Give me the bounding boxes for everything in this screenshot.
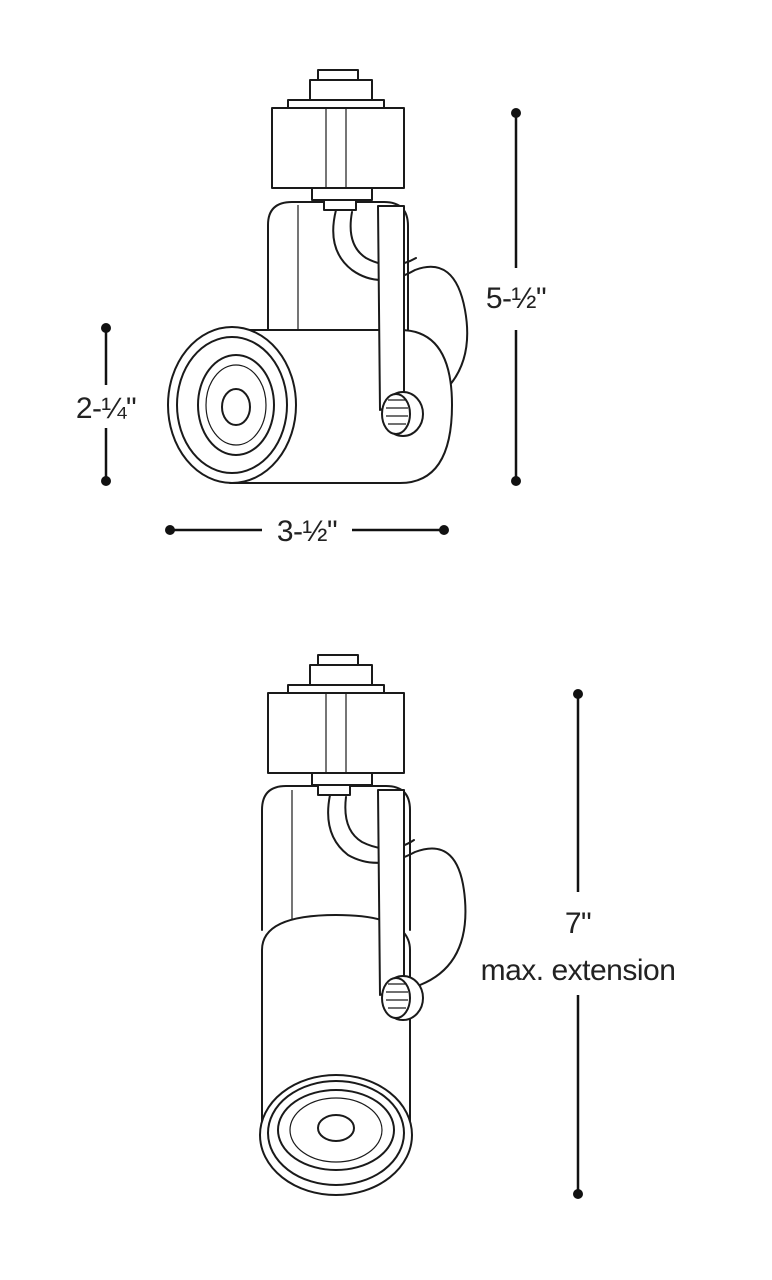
- track-adapter-bottom: [267, 654, 405, 786]
- yoke-arm-front-top: [377, 205, 405, 411]
- head-height-label: 2-¼": [76, 392, 136, 425]
- dimension-head-height: 2-¼": [76, 323, 137, 486]
- tilt-knob-bottom: [381, 975, 424, 1021]
- dimension-extension: 7" max. extension: [481, 689, 676, 1199]
- track-adapter-top: [271, 69, 405, 201]
- dimension-width: 3-½": [165, 515, 449, 548]
- track-light-top-view: [167, 69, 469, 484]
- power-cord-bottom: [327, 794, 467, 986]
- lens-face-top: [167, 326, 297, 484]
- power-cord-top: [332, 209, 469, 396]
- dimension-height: 5-½": [486, 108, 547, 486]
- extension-note: max. extension: [481, 954, 676, 987]
- lens-face-bottom: [259, 1074, 413, 1196]
- width-label: 3-½": [277, 515, 337, 548]
- height-label: 5-½": [486, 282, 546, 315]
- yoke-arm-front-bottom: [377, 789, 405, 996]
- track-light-extended-view: [259, 654, 467, 1196]
- extension-label: 7": [565, 907, 591, 940]
- tilt-knob-top: [381, 391, 424, 437]
